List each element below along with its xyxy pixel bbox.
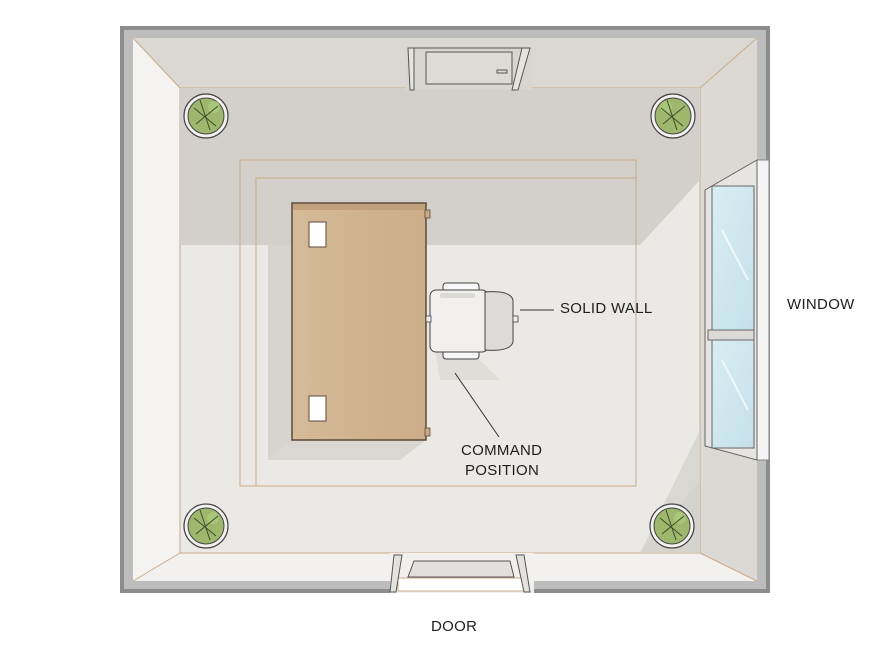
command-position-label-line2: POSITION (465, 462, 540, 479)
paper-bottom (308, 395, 327, 422)
office-chair[interactable] (425, 282, 519, 380)
plant-bottom-right (649, 503, 695, 549)
plant-bottom-left (183, 503, 229, 549)
closet-door (406, 46, 532, 91)
paper-top (308, 221, 327, 248)
entry-door[interactable] (389, 553, 534, 593)
plant-top-right (650, 93, 696, 139)
door-label: DOOR (431, 618, 478, 635)
plant-top-left (183, 93, 229, 139)
desk[interactable] (291, 202, 431, 441)
window[interactable] (704, 159, 770, 461)
command-position-leader (454, 372, 500, 438)
window-label: WINDOW (787, 296, 855, 313)
rug (239, 159, 637, 487)
solid-wall-label: SOLID WALL (560, 300, 653, 317)
command-position-label-line1: COMMAND (461, 442, 543, 459)
